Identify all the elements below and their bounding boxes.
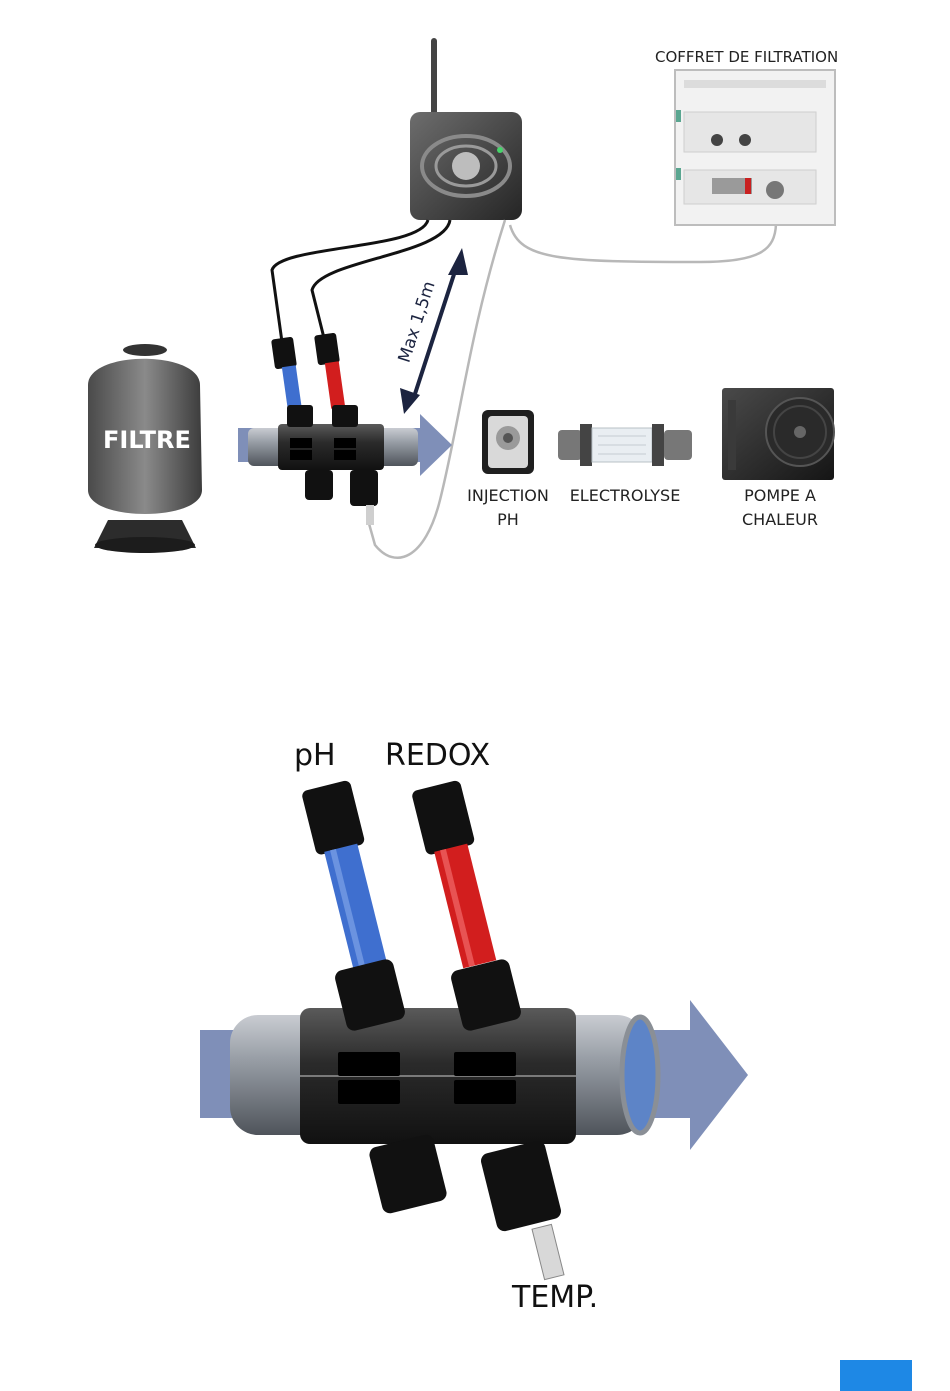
- heat-pump-label-line2: CHALEUR: [725, 508, 835, 532]
- temp-probe-label: TEMP.: [512, 1280, 598, 1315]
- sensor-manifold-large: [200, 780, 748, 1280]
- electrolysis-label: ELECTROLYSE: [565, 484, 685, 508]
- heat-pump-icon: [722, 388, 834, 480]
- page-badge: [840, 1360, 912, 1391]
- heat-pump-label-line1: POMPE A: [725, 484, 835, 508]
- redox-probe-label: REDOX: [385, 738, 490, 773]
- filtration-box-label: COFFRET DE FILTRATION: [655, 45, 838, 69]
- sensor-manifold-small: [238, 333, 452, 525]
- injection-ph-label-line1: INJECTION: [460, 484, 556, 508]
- filter-label: FILTRE: [103, 428, 187, 452]
- peristaltic-pump-icon: [482, 410, 534, 474]
- electrolysis-cell-icon: [558, 424, 692, 466]
- ph-probe-label: pH: [294, 738, 336, 773]
- injection-ph-label-line2: PH: [460, 508, 556, 532]
- controller: [410, 38, 522, 220]
- filtration-box: [675, 70, 835, 225]
